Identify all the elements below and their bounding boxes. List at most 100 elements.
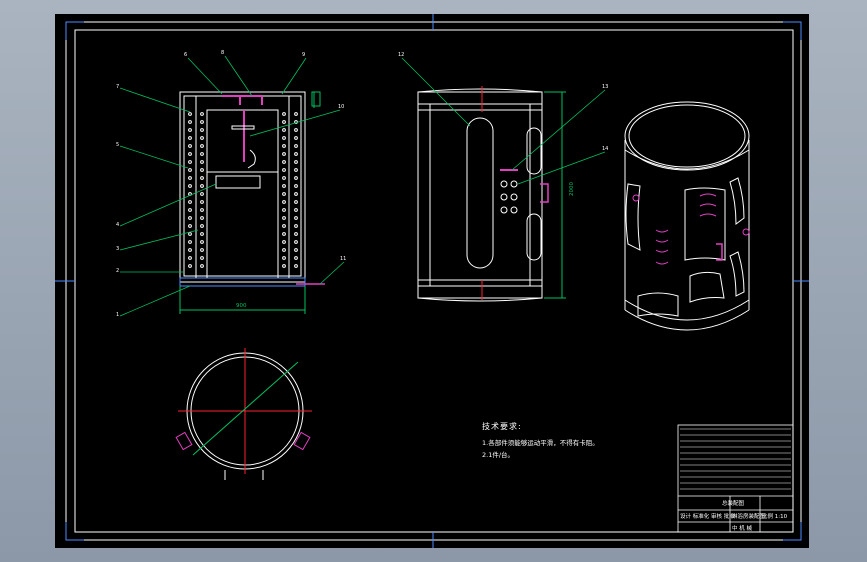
mounting-hole xyxy=(294,248,298,252)
mounting-hole xyxy=(282,136,286,140)
part-number-label: 5 xyxy=(116,142,119,148)
mounting-hole xyxy=(282,160,286,164)
front-width-dimension: 900 xyxy=(236,303,247,309)
mounting-hole xyxy=(294,192,298,196)
mounting-hole xyxy=(188,168,192,172)
mounting-hole xyxy=(188,264,192,268)
mounting-hole xyxy=(200,200,204,204)
mounting-hole xyxy=(200,248,204,252)
mounting-hole xyxy=(200,216,204,220)
mounting-hole xyxy=(188,256,192,260)
tech-requirements-title: 技术要求: xyxy=(482,422,522,431)
mounting-hole xyxy=(282,200,286,204)
mounting-hole xyxy=(294,168,298,172)
mounting-hole xyxy=(294,232,298,236)
mounting-hole xyxy=(200,232,204,236)
mounting-hole xyxy=(200,176,204,180)
title-block xyxy=(677,424,794,533)
mounting-hole xyxy=(282,208,286,212)
mounting-hole xyxy=(200,160,204,164)
mounting-hole xyxy=(294,112,298,116)
mounting-hole xyxy=(282,176,286,180)
leader-lines-front xyxy=(119,55,345,317)
mounting-hole xyxy=(188,240,192,244)
mounting-hole xyxy=(282,120,286,124)
mounting-hole xyxy=(188,160,192,164)
mounting-hole xyxy=(188,216,192,220)
mounting-hole xyxy=(294,128,298,132)
part-number-label: 7 xyxy=(116,84,119,90)
leader-lines-side xyxy=(401,57,606,185)
mounting-hole xyxy=(188,120,192,124)
outer-border xyxy=(65,21,802,541)
mounting-hole xyxy=(200,152,204,156)
mounting-hole xyxy=(200,144,204,148)
mounting-hole xyxy=(188,144,192,148)
front-right-holes xyxy=(282,112,298,268)
top-view xyxy=(175,348,312,480)
mounting-hole xyxy=(282,216,286,220)
mounting-hole xyxy=(294,216,298,220)
title-block-left-note: 设计 标准化 审核 批准 xyxy=(680,514,735,520)
mounting-hole xyxy=(188,136,192,140)
part-number-label: 14 xyxy=(602,146,608,152)
mounting-hole xyxy=(200,128,204,132)
tech-requirement-1: 1.各部件须能够运动平滑，不得有卡阻。 xyxy=(482,439,599,447)
mounting-hole xyxy=(282,112,286,116)
side-view xyxy=(417,86,566,302)
front-view xyxy=(179,91,325,314)
part-number-label: 10 xyxy=(338,104,344,110)
front-left-holes xyxy=(188,112,204,268)
mounting-hole xyxy=(188,232,192,236)
mounting-hole xyxy=(188,224,192,228)
mounting-hole xyxy=(200,208,204,212)
mounting-hole xyxy=(188,208,192,212)
part-number-label: 12 xyxy=(398,52,404,58)
part-number-label: 11 xyxy=(340,256,346,262)
mounting-hole xyxy=(200,264,204,268)
mounting-hole xyxy=(294,200,298,204)
mounting-hole xyxy=(282,144,286,148)
mounting-hole xyxy=(282,184,286,188)
mounting-hole xyxy=(188,200,192,204)
mounting-hole xyxy=(282,168,286,172)
mounting-hole xyxy=(294,144,298,148)
mounting-hole xyxy=(294,240,298,244)
mounting-hole xyxy=(188,128,192,132)
mounting-hole xyxy=(282,256,286,260)
mounting-hole xyxy=(188,184,192,188)
isometric-view xyxy=(624,101,750,331)
side-height-dimension: 2000 xyxy=(569,182,575,196)
mounting-hole xyxy=(200,256,204,260)
mounting-hole xyxy=(294,256,298,260)
title-block-right-note: 比例 1:10 xyxy=(762,514,788,520)
mounting-hole xyxy=(200,184,204,188)
part-number-label: 6 xyxy=(184,52,187,58)
mounting-hole xyxy=(294,160,298,164)
mounting-hole xyxy=(282,248,286,252)
mounting-hole xyxy=(282,264,286,268)
mounting-hole xyxy=(200,136,204,140)
title-block-mid-note: 淋浴房装配图 xyxy=(732,514,766,520)
part-number-label: 13 xyxy=(602,84,608,90)
mounting-hole xyxy=(294,176,298,180)
mounting-hole xyxy=(200,240,204,244)
mounting-hole xyxy=(282,128,286,132)
mounting-hole xyxy=(282,232,286,236)
mounting-hole xyxy=(188,176,192,180)
mounting-hole xyxy=(294,224,298,228)
mounting-hole xyxy=(282,152,286,156)
mounting-hole xyxy=(294,184,298,188)
mounting-hole xyxy=(294,208,298,212)
mounting-hole xyxy=(200,224,204,228)
tech-requirement-2: 2.1件/台。 xyxy=(482,451,515,459)
mounting-hole xyxy=(282,224,286,228)
part-number-label: 4 xyxy=(116,222,119,228)
part-number-label: 3 xyxy=(116,246,119,252)
part-number-label: 9 xyxy=(302,52,305,58)
part-number-label: 2 xyxy=(116,268,119,274)
mounting-hole xyxy=(188,248,192,252)
mounting-hole xyxy=(282,240,286,244)
